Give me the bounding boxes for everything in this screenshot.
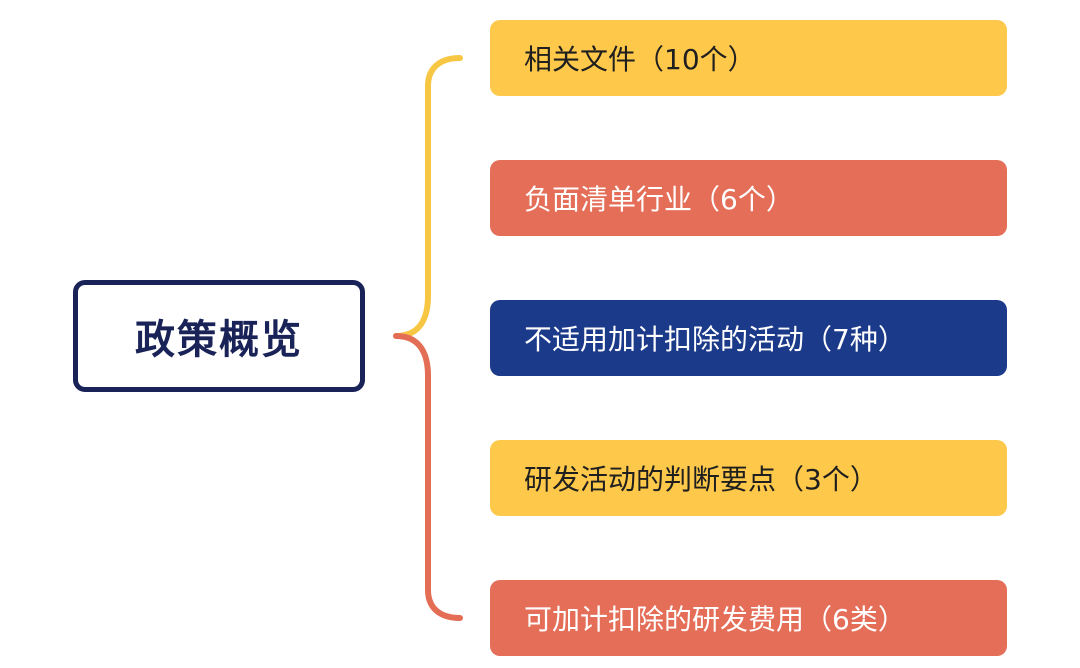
- branch-node-label: 不适用加计扣除的活动（7种）: [524, 323, 906, 356]
- branch-node-related-documents: 相关文件（10个）: [490, 20, 1007, 96]
- root-node: 政策概览: [73, 280, 365, 392]
- connector-upper-bracket: [393, 55, 463, 339]
- branch-node-deductible-rd-expenses: 可加计扣除的研发费用（6类）: [490, 580, 1007, 656]
- connector-lower-bracket: [393, 333, 463, 621]
- root-node-label: 政策概览: [135, 317, 303, 363]
- branch-node-label: 可加计扣除的研发费用（6类）: [524, 603, 906, 636]
- branch-node-inapplicable-activities: 不适用加计扣除的活动（7种）: [490, 300, 1007, 376]
- branch-node-label: 负面清单行业（6个）: [524, 183, 794, 216]
- branch-node-negative-list-industries: 负面清单行业（6个）: [490, 160, 1007, 236]
- branch-node-rd-judgment-points: 研发活动的判断要点（3个）: [490, 440, 1007, 516]
- branch-node-label: 研发活动的判断要点（3个）: [524, 463, 878, 496]
- branch-node-label: 相关文件（10个）: [524, 43, 756, 76]
